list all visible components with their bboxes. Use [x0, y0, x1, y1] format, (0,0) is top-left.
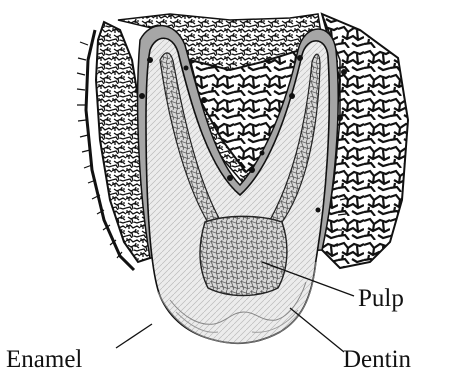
dentin-leader-line	[290, 308, 344, 352]
enamel-label: Enamel	[6, 347, 82, 372]
pulp-label: Pulp	[358, 286, 404, 311]
enamel-leader-line	[116, 324, 152, 348]
dentin-label: Dentin	[343, 347, 411, 372]
